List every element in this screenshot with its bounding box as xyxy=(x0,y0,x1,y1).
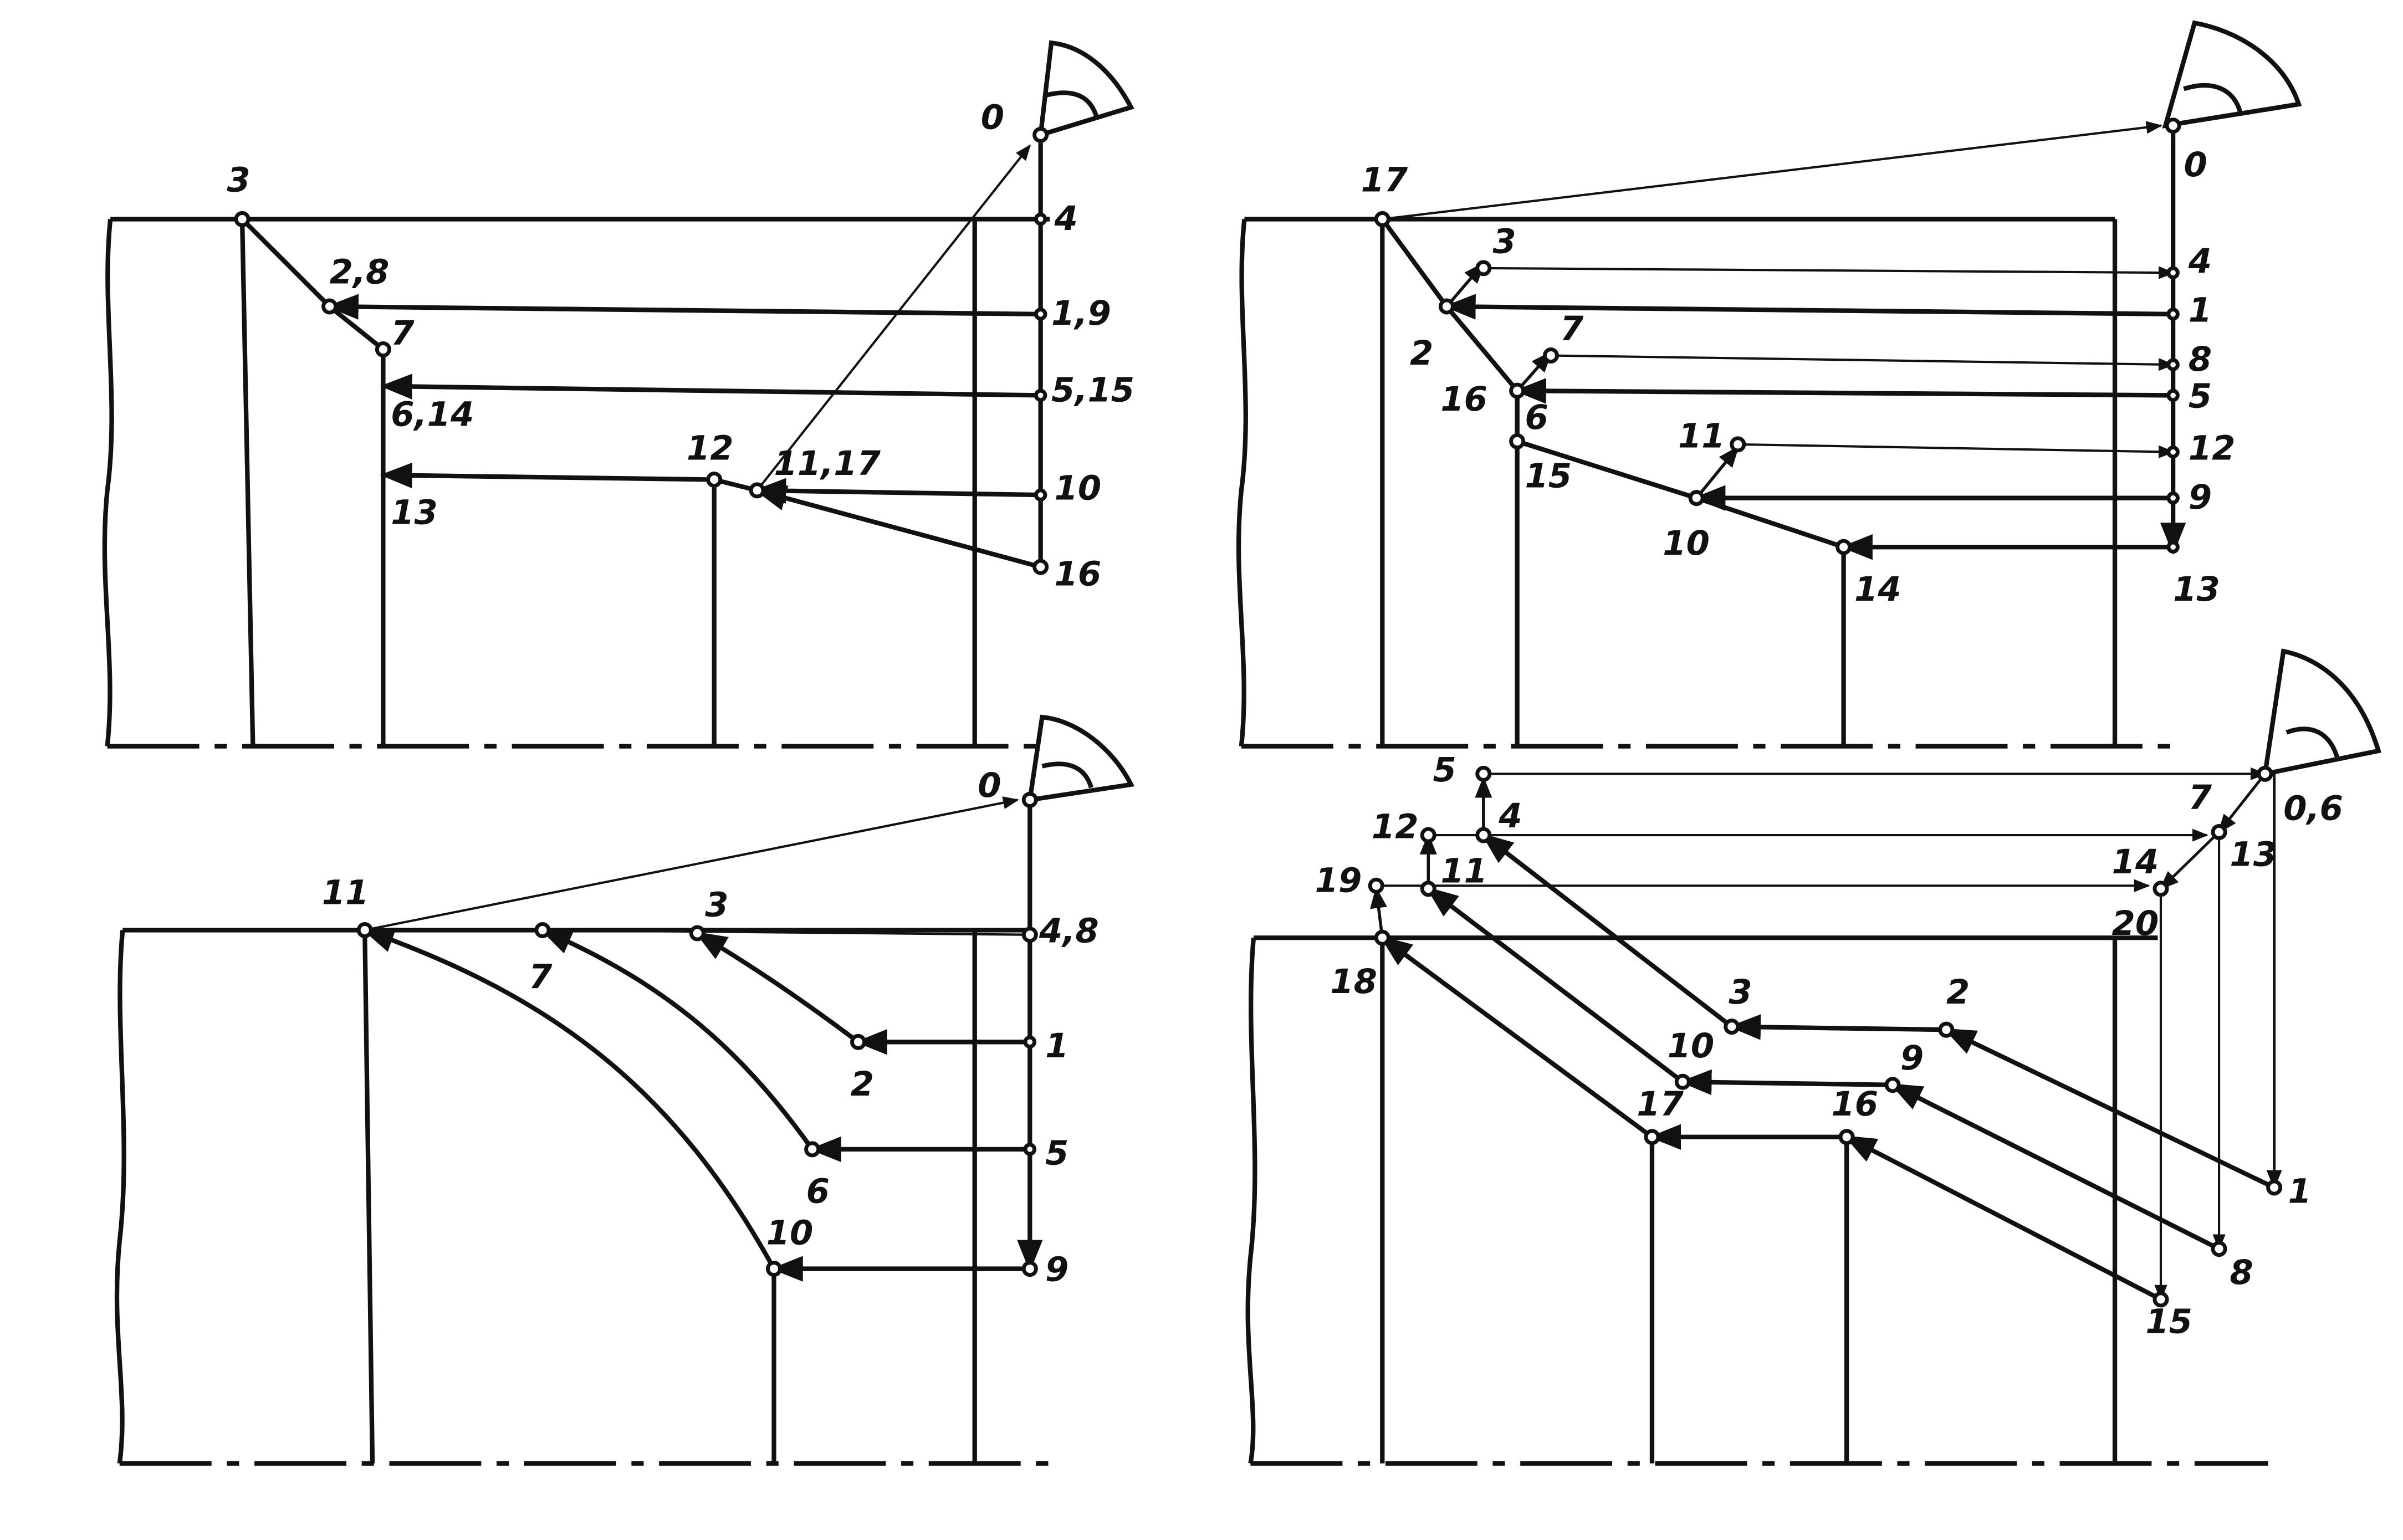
label-1-9: 1,9 xyxy=(1051,294,1111,333)
label-3: 3 xyxy=(1729,973,1752,1012)
label-3: 3 xyxy=(227,161,250,200)
label-14: 14 xyxy=(2112,843,2159,882)
workpiece-outline xyxy=(102,217,1050,749)
label-3: 3 xyxy=(705,886,728,925)
cutter-tool xyxy=(1027,714,1135,803)
label-18: 18 xyxy=(1330,963,1377,1001)
label-7: 7 xyxy=(2189,779,2212,817)
label-2-8: 2,8 xyxy=(330,253,390,292)
label-11: 11 xyxy=(1678,417,1725,456)
label-2: 2 xyxy=(1946,973,1970,1012)
label-4: 4 xyxy=(2188,242,2212,281)
label-13: 13 xyxy=(391,494,438,533)
label-2: 2 xyxy=(851,1065,874,1104)
label-10: 10 xyxy=(1668,1027,1715,1066)
point-labels: 0 3 2,8 7 6,14 13 12 11,17 4 1,9 5,15 10… xyxy=(227,98,1134,594)
label-13: 13 xyxy=(2230,835,2277,874)
label-12: 12 xyxy=(1372,808,1419,847)
label-6: 6 xyxy=(1525,398,1548,437)
label-9: 9 xyxy=(1900,1039,1924,1078)
path-points xyxy=(1368,765,2283,1308)
panel-b: 17 0 3 2 7 16 6 15 11 10 14 4 1 8 5 12 9… xyxy=(1236,20,2302,749)
cutter-tool xyxy=(2262,648,2381,777)
panel-d: 5 4 12 11 19 18 0,6 7 13 14 20 3 2 10 9 … xyxy=(1245,648,2381,1466)
label-0-6: 0,6 xyxy=(2283,789,2343,828)
label-6: 6 xyxy=(806,1173,830,1211)
label-11-17: 11,17 xyxy=(774,444,881,483)
path-points xyxy=(234,126,1049,575)
label-10: 10 xyxy=(1663,524,1710,563)
panel-a: 0 3 2,8 7 6,14 13 12 11,17 4 1,9 5,15 10… xyxy=(102,40,1134,749)
label-9: 9 xyxy=(1045,1251,1068,1290)
point-labels: 0 11 7 3 4,8 1 2 5 6 10 9 xyxy=(322,766,1099,1290)
label-11: 11 xyxy=(322,873,369,912)
label-7: 7 xyxy=(1560,310,1584,349)
point-labels: 17 0 3 2 7 16 6 15 11 10 14 4 1 8 5 12 9… xyxy=(1361,146,2236,609)
label-5-15: 5,15 xyxy=(1051,371,1134,410)
tool-path xyxy=(1370,767,2282,1302)
label-4-8: 4,8 xyxy=(1039,912,1099,951)
panel-c: 0 11 7 3 4,8 1 2 5 6 10 9 xyxy=(114,714,1135,1466)
path-points xyxy=(356,791,1038,1277)
label-12: 12 xyxy=(2189,429,2236,468)
label-3: 3 xyxy=(1492,222,1516,261)
label-7: 7 xyxy=(391,314,415,353)
label-15: 15 xyxy=(2145,1303,2192,1342)
label-15: 15 xyxy=(1525,457,1572,495)
label-6-14: 6,14 xyxy=(391,396,474,434)
label-17: 17 xyxy=(1361,161,1408,200)
label-20: 20 xyxy=(2112,904,2159,943)
label-19: 19 xyxy=(1315,861,1362,900)
tool-path xyxy=(241,135,1043,570)
cutter-tool xyxy=(2162,20,2302,129)
label-0: 0 xyxy=(978,766,1001,805)
workpiece-outline xyxy=(114,928,1050,1466)
label-8: 8 xyxy=(2230,1254,2253,1292)
workpiece-outline xyxy=(1245,935,2268,1466)
label-5: 5 xyxy=(2189,377,2212,416)
label-0: 0 xyxy=(2184,146,2207,185)
label-4: 4 xyxy=(1054,199,1078,238)
label-1: 1 xyxy=(2288,1173,2312,1211)
label-1: 1 xyxy=(2189,291,2212,330)
label-14: 14 xyxy=(1854,570,1901,609)
label-1: 1 xyxy=(1045,1027,1068,1066)
label-16: 16 xyxy=(1055,555,1102,594)
label-16: 16 xyxy=(1440,380,1487,419)
label-4: 4 xyxy=(1498,797,1522,836)
label-5: 5 xyxy=(1045,1134,1068,1173)
label-9: 9 xyxy=(2189,478,2212,517)
label-7: 7 xyxy=(529,958,553,997)
label-16: 16 xyxy=(1831,1085,1878,1124)
label-10: 10 xyxy=(1055,469,1102,508)
cutter-tool xyxy=(1037,40,1134,139)
label-13: 13 xyxy=(2173,570,2220,609)
label-10: 10 xyxy=(766,1214,814,1252)
path-points xyxy=(1374,117,2181,555)
label-8: 8 xyxy=(2189,340,2212,379)
label-0: 0 xyxy=(981,98,1004,137)
label-17: 17 xyxy=(1637,1085,1684,1124)
label-2: 2 xyxy=(1410,334,1433,373)
label-5: 5 xyxy=(1433,751,1456,790)
label-12: 12 xyxy=(687,429,734,468)
point-labels: 5 4 12 11 19 18 0,6 7 13 14 20 3 2 10 9 … xyxy=(1315,751,2343,1341)
label-11: 11 xyxy=(1440,852,1487,891)
tool-path xyxy=(361,796,1043,1282)
tool-path xyxy=(1380,121,2186,560)
